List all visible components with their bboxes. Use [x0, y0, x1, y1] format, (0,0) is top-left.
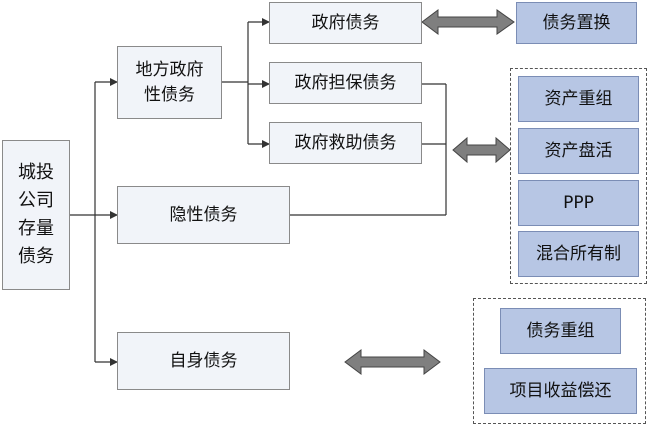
- solution-group2-item: 债务重组: [500, 308, 621, 354]
- node-self-label: 自身债务: [169, 350, 238, 371]
- solution-group1-item: PPP: [518, 180, 639, 226]
- node-hidden-label: 隐性债务: [169, 204, 238, 225]
- solution-group1-item-label: 混合所有制: [536, 243, 621, 264]
- node-gov-guarantee-label: 政府担保债务: [294, 72, 397, 93]
- solution-group1-item: 资产重组: [518, 76, 639, 122]
- solution-group1-frame: [510, 68, 647, 284]
- node-gov-debt: 政府债务: [269, 2, 422, 44]
- double-arrow-group2: [344, 349, 441, 375]
- node-gov-rescue-label: 政府救助债务: [294, 132, 397, 153]
- node-root: 城投公司存量债务: [2, 140, 70, 290]
- node-self: 自身债务: [117, 332, 290, 390]
- solution-group1-item-label: 资产盘活: [544, 140, 613, 161]
- double-arrow-swap: [421, 9, 515, 35]
- solution-group2-item-label: 债务重组: [526, 320, 595, 341]
- node-root-label: 城投公司存量债务: [18, 162, 54, 267]
- solution-group1-item: 混合所有制: [518, 231, 639, 277]
- solution-group1-item-label: 资产重组: [544, 88, 613, 109]
- node-gov-rescue: 政府救助债务: [269, 122, 422, 164]
- solution-swap-label: 债务置换: [542, 12, 611, 33]
- node-gov-debt-label: 政府债务: [311, 12, 380, 33]
- node-local-gov: 地方政府性债务: [117, 46, 222, 119]
- solution-swap: 债务置换: [516, 2, 637, 44]
- node-local-gov-label: 地方政府性债务: [135, 59, 204, 105]
- solution-group2-item: 项目收益偿还: [484, 368, 637, 414]
- node-gov-guarantee: 政府担保债务: [269, 62, 422, 104]
- solution-group2-item-label: 项目收益偿还: [509, 380, 612, 401]
- solution-group1-item: 资产盘活: [518, 128, 639, 174]
- double-arrow-group1: [452, 136, 511, 164]
- node-hidden: 隐性债务: [117, 186, 290, 244]
- solution-group2-frame: [473, 298, 646, 424]
- solution-group1-item-label: PPP: [563, 192, 594, 213]
